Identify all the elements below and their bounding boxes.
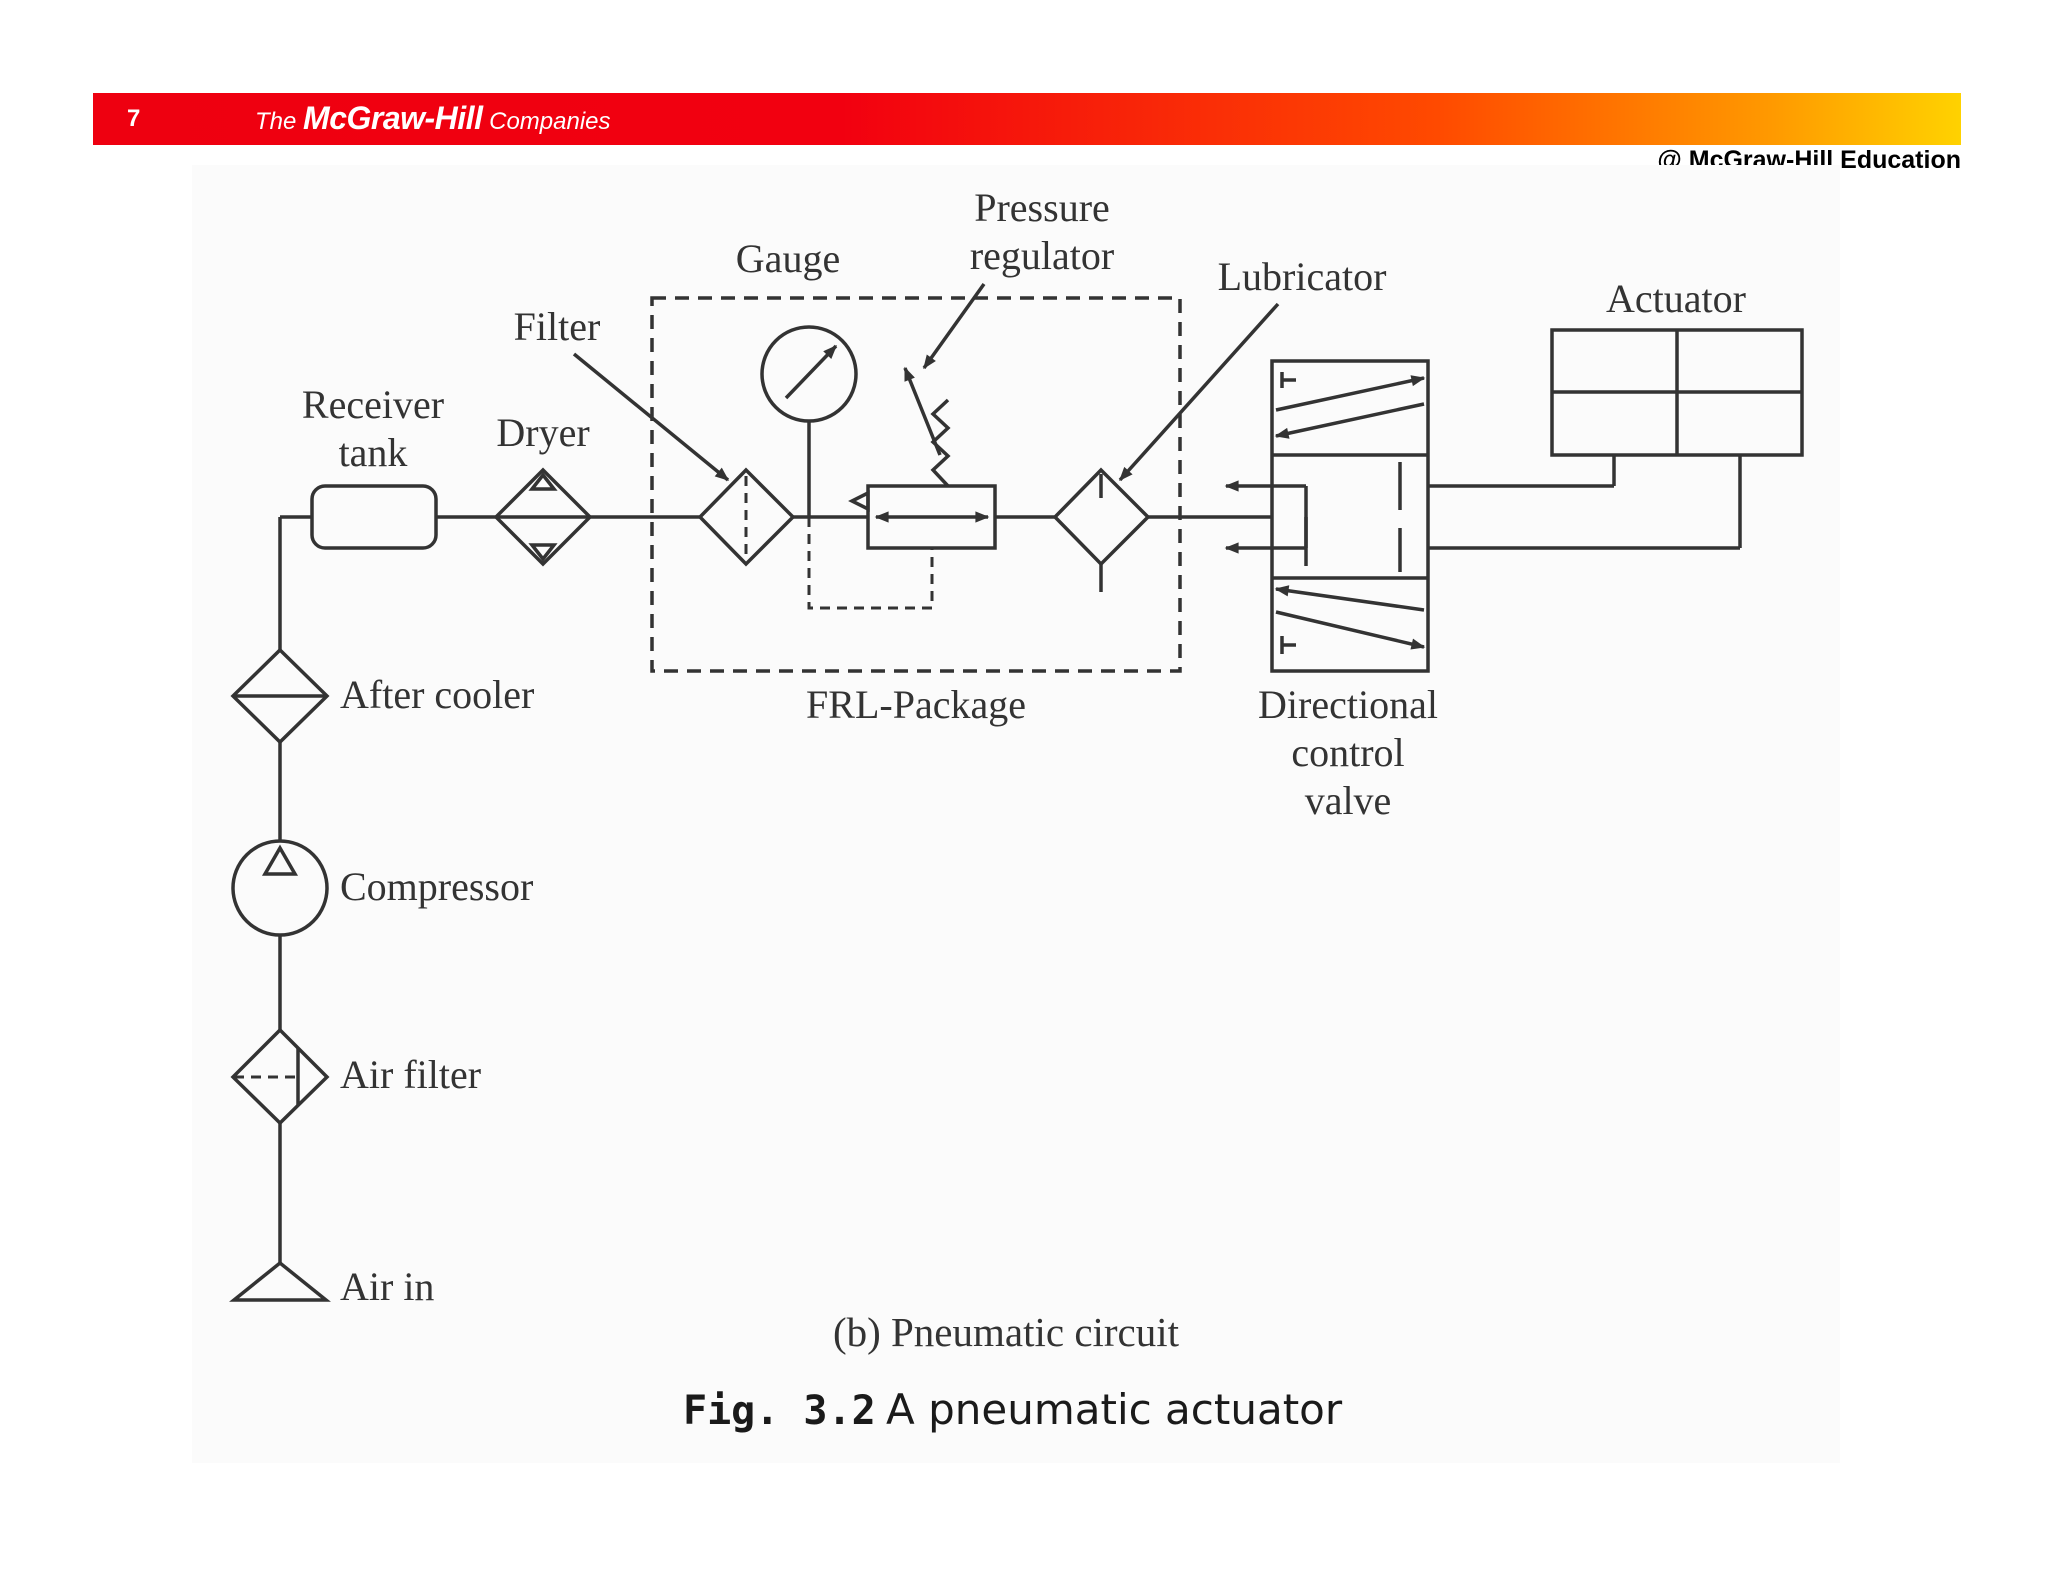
label-receiver-tank-line1: Receiver [302, 382, 444, 427]
directional-control-valve-symbol [1224, 359, 1430, 673]
label-actuator: Actuator [1606, 276, 1746, 321]
label-directional-control-valve-line2: control [1291, 730, 1404, 775]
after-cooler-symbol [230, 647, 330, 745]
label-directional-control-valve-line1: Directional [1258, 682, 1438, 727]
label-air-filter: Air filter [340, 1052, 481, 1097]
frl-package-boundary [650, 296, 1182, 673]
gauge-symbol [760, 325, 858, 517]
label-frl-package: FRL-Package [806, 682, 1026, 727]
page-number: 7 [127, 105, 141, 132]
subcaption: (b) Pneumatic circuit [833, 1309, 1180, 1355]
air-filter-symbol [230, 1027, 330, 1126]
actuator-symbol [1550, 328, 1804, 457]
label-pressure-regulator-line1: Pressure [974, 185, 1110, 230]
pressure-regulator-symbol [807, 366, 997, 610]
label-compressor: Compressor [340, 864, 533, 909]
label-pressure-regulator-line2: regulator [970, 233, 1114, 278]
filter-symbol [697, 467, 796, 567]
label-filter: Filter [514, 304, 601, 349]
label-dryer: Dryer [496, 410, 589, 455]
label-gauge: Gauge [736, 236, 840, 281]
compressor-symbol [231, 839, 329, 937]
label-receiver-tank-line2: tank [339, 430, 408, 475]
label-air-in: Air in [340, 1264, 434, 1309]
brand-name: McGraw-Hill [303, 100, 483, 136]
label-after-cooler: After cooler [340, 672, 534, 717]
air-in-symbol [229, 1260, 331, 1302]
brand-the: The [255, 108, 304, 135]
receiver-tank-symbol [310, 484, 438, 550]
figure-title: A pneumatic actuator [886, 1385, 1343, 1434]
leader-arrows [572, 282, 1280, 482]
label-directional-control-valve-line3: valve [1305, 778, 1392, 823]
lubricator-symbol [1052, 467, 1151, 592]
pipe-lines [278, 455, 1742, 1270]
dryer-symbol [493, 467, 593, 567]
label-lubricator: Lubricator [1218, 254, 1387, 299]
component-labels: Pressure regulator Gauge Lubricator Actu… [302, 185, 1746, 1309]
brand-companies: Companies [482, 108, 611, 135]
brand-logo: The McGraw-Hill Companies [255, 100, 611, 137]
figure-number: Fig. 3.2 [683, 1388, 876, 1434]
header-bar: 7 The McGraw-Hill Companies [93, 93, 1961, 145]
